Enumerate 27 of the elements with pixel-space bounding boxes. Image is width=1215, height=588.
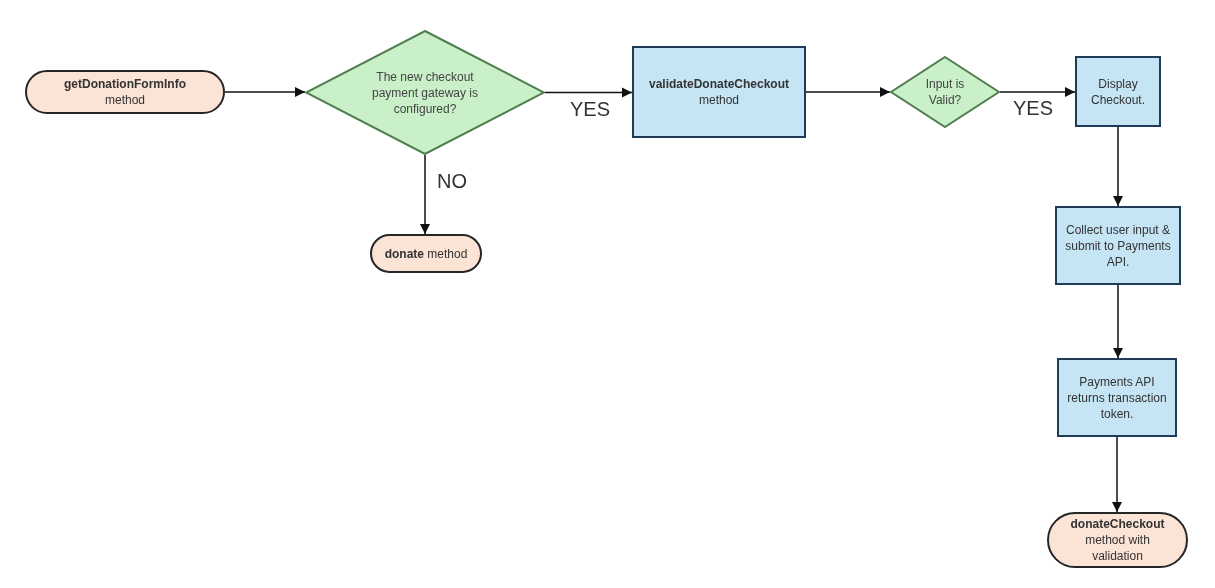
arrow	[805, 86, 891, 98]
terminal-pill	[25, 70, 225, 114]
edge-label: YES	[1011, 98, 1056, 118]
node-text: Collect user input & submit to Payments API.	[1064, 221, 1172, 270]
node-text: Payments API returns transaction token.	[1067, 373, 1167, 422]
decision-diamond	[890, 56, 1000, 128]
arrow	[544, 87, 633, 98]
node-text: Input is Valid?	[924, 76, 966, 108]
process-box	[1057, 358, 1177, 437]
arrow	[1112, 126, 1124, 207]
arrow	[1112, 284, 1124, 359]
process-box	[632, 46, 806, 138]
node-text: Display Checkout.	[1090, 75, 1146, 108]
arrow	[999, 86, 1076, 98]
terminal-pill	[370, 234, 482, 273]
node-text: donate method	[384, 245, 468, 262]
node-text: donateCheckout method with validation	[1069, 516, 1166, 564]
node-text: getDonationFormInfo method	[63, 76, 187, 108]
terminal-pill	[1047, 512, 1188, 568]
decision-diamond	[305, 30, 545, 155]
process-box	[1055, 206, 1181, 285]
node-text: The new checkout payment gateway is configured?	[370, 68, 480, 117]
arrow	[1111, 436, 1123, 513]
node-text: validateDonateCheckout method	[647, 76, 790, 108]
arrow	[419, 154, 431, 235]
arrow	[224, 86, 306, 98]
process-box	[1075, 56, 1161, 127]
